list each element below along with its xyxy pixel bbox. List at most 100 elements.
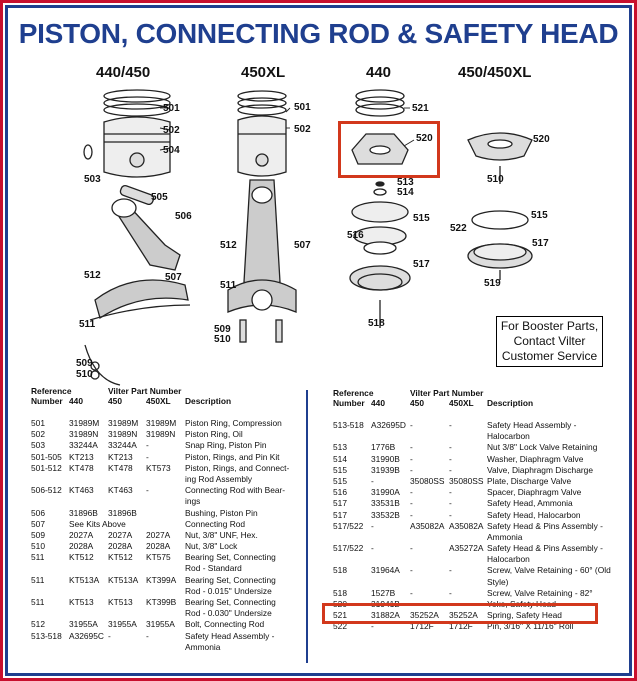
cell-description: Snap Ring, Piston Pin — [185, 440, 267, 451]
cell-part-450xl: KT575 — [146, 552, 171, 563]
cell-description: Nut 3/8" Lock Valve Retaining — [487, 442, 598, 453]
inner-border — [5, 5, 632, 676]
cell-part-440: 33532B — [371, 509, 400, 520]
callout-514: 514 — [397, 187, 414, 198]
pin-ring-450xl — [471, 210, 529, 230]
piston-pin-440-450 — [119, 184, 155, 206]
cell-part-440: See Kits Above — [69, 518, 126, 529]
highlight-yoke-diagram — [338, 121, 440, 178]
callout-511-xl: 511 — [220, 280, 237, 291]
cell-ref-number: 503 — [31, 440, 45, 451]
cell-part-450: 31955A — [108, 619, 137, 630]
cell-part-450: KT463 — [108, 485, 133, 496]
header-450: 450 — [410, 398, 424, 408]
cell-part-440: 33244A — [69, 440, 98, 451]
cell-description: Plate, Discharge Valve — [487, 475, 572, 486]
cell-part-440: 31989M — [69, 418, 100, 428]
valve-plate-440 — [351, 201, 409, 223]
cell-part-440: KT512 — [69, 552, 94, 563]
cell-part-450xl: - — [146, 630, 149, 641]
cell-part-450xl: KT399A — [146, 574, 177, 585]
booster-line: For Booster Parts, — [500, 319, 599, 333]
cell-part-450: KT513A — [108, 574, 139, 585]
cell-description: Piston Ring, Compression — [185, 418, 282, 428]
callout-510-xl: 510 — [214, 334, 231, 345]
cell-description: Safety Head Assembly - — [185, 630, 275, 641]
cell-part-450xl: - — [449, 420, 452, 430]
callout-517-xl: 517 — [532, 238, 549, 249]
cell-part-450xl: A35082A — [449, 520, 484, 531]
callout-516: 516 — [347, 230, 364, 241]
piston-450xl — [237, 115, 287, 177]
cell-part-450xl: - — [449, 442, 452, 453]
cell-description: Bolt, Connecting Rod — [185, 619, 265, 630]
cell-part-450: - — [410, 587, 413, 598]
cell-description: Bearing Set, Connecting — [185, 597, 276, 608]
cell-description: Rod - 0.015" Undersize — [185, 585, 272, 596]
header-450xl: 450XL — [146, 396, 171, 406]
header-440: 440 — [371, 398, 385, 408]
cell-ref-number: 506 — [31, 507, 45, 518]
callout-515: 515 — [413, 213, 430, 224]
callout-512-xl: 512 — [220, 240, 237, 251]
cell-description: Piston, Rings, and Connect- — [185, 462, 290, 473]
cell-ref-number: 513 — [333, 442, 347, 453]
cell-part-450: KT213 — [108, 451, 133, 462]
cell-part-440: 2027A — [69, 529, 94, 540]
cell-part-440: - — [371, 475, 374, 486]
callout-517: 517 — [413, 259, 430, 270]
column-divider — [306, 390, 308, 663]
header-description: Description — [185, 396, 232, 406]
cell-description: Safety Head Assembly - — [487, 420, 577, 430]
cell-description: Safety Head, Ammonia — [487, 498, 573, 509]
header-450xl: 450XL — [449, 398, 474, 408]
cell-part-440: 31939B — [371, 464, 400, 475]
header-number: Number — [333, 398, 365, 408]
booster-parts-note: For Booster Parts, Contact Vilter Custom… — [496, 316, 603, 367]
cell-ref-number: 517 — [333, 509, 347, 520]
cell-ref-number: 513-518 — [333, 420, 364, 430]
cell-ref-number: 513-518 — [31, 630, 62, 641]
cell-part-450: - — [108, 630, 111, 641]
header-450: 450 — [108, 396, 122, 406]
cell-description: Rod - 0.030" Undersize — [185, 608, 272, 619]
cell-part-450xl: 2028A — [146, 541, 171, 552]
cell-part-440: - — [371, 520, 374, 531]
cell-ref-number: 514 — [333, 453, 347, 464]
callout-509-xl: 509 — [214, 324, 231, 335]
cell-part-440: 31964A — [371, 565, 400, 576]
cell-part-440: 33531B — [371, 498, 400, 509]
cell-description: Pin, 3/16" X 11/16" Roll — [487, 621, 574, 632]
piston-rings-450xl — [237, 90, 287, 116]
cell-ref-number: 501 — [31, 418, 45, 428]
cell-part-450: A35082A — [410, 520, 445, 531]
cell-part-450: KT513 — [108, 597, 133, 608]
callout-519: 519 — [484, 278, 501, 289]
cell-part-450: - — [410, 464, 413, 475]
cell-description: Style) — [487, 576, 509, 587]
cell-description: ings — [185, 496, 201, 507]
cell-ref-number: 516 — [333, 487, 347, 498]
callout-505: 505 — [151, 192, 168, 203]
cell-part-450: 31989N — [108, 429, 138, 440]
cell-ref-number: 517 — [333, 498, 347, 509]
cell-ref-number: 511 — [31, 574, 45, 585]
header-number: Number — [31, 396, 63, 406]
header-vilter-part-number: Vilter Part Number — [108, 386, 182, 396]
snap-ring-440-450 — [83, 144, 93, 160]
cell-part-440: 31882A — [371, 610, 400, 621]
cell-ref-number: 511 — [31, 597, 45, 608]
cell-part-450: - — [410, 565, 413, 576]
